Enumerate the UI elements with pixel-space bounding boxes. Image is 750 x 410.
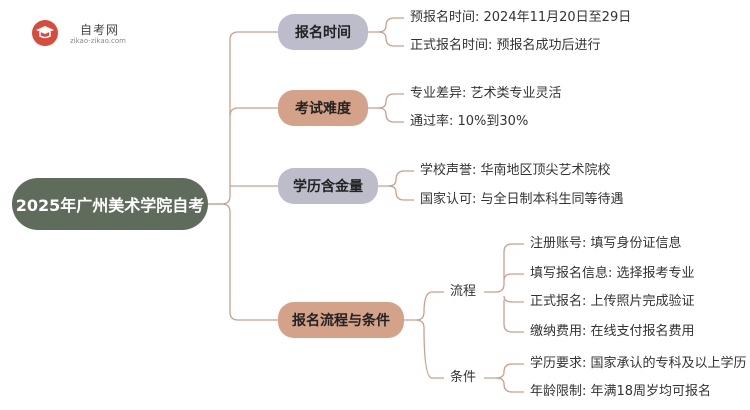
branch-degree-value: 学历含金量 xyxy=(278,168,378,204)
leaf-fill-info: 填写报名信息: 选择报考专业 xyxy=(530,266,695,281)
graduation-cap-icon xyxy=(32,20,58,46)
leaf-pay-fee: 缴纳费用: 在线支付报名费用 xyxy=(530,324,695,339)
group-conditions: 条件 xyxy=(450,370,477,385)
branch-registration-time: 报名时间 xyxy=(278,14,368,50)
leaf-formal-registration: 正式报名时间: 预报名成功后进行 xyxy=(410,38,601,53)
leaf-education-requirement: 学历要求: 国家承认的专科及以上学历 xyxy=(530,356,747,371)
logo-name: 自考网 xyxy=(80,23,120,37)
group-process: 流程 xyxy=(450,284,477,299)
leaf-major-difference: 专业差异: 艺术类专业灵活 xyxy=(410,86,562,101)
leaf-age-limit: 年龄限制: 年满18周岁均可报名 xyxy=(530,384,712,399)
logo-url: zikao-zikao.com xyxy=(70,37,126,45)
branch-process-conditions: 报名流程与条件 xyxy=(278,302,404,338)
leaf-formal-apply: 正式报名: 上传照片完成验证 xyxy=(530,294,695,309)
leaf-national-recognition: 国家认可: 与全日制本科生同等待遇 xyxy=(420,192,624,207)
site-logo[interactable]: 自考网 zikao-zikao.com xyxy=(32,18,172,48)
root-node: 2025年广州美术学院自考 xyxy=(12,178,208,230)
leaf-school-reputation: 学校声誉: 华南地区顶尖艺术院校 xyxy=(420,163,611,178)
leaf-register-account: 注册账号: 填写身份证信息 xyxy=(530,236,682,251)
leaf-pre-registration: 预报名时间: 2024年11月20日至29日 xyxy=(410,10,632,25)
leaf-pass-rate: 通过率: 10%到30% xyxy=(410,114,529,129)
branch-exam-difficulty: 考试难度 xyxy=(278,90,368,126)
